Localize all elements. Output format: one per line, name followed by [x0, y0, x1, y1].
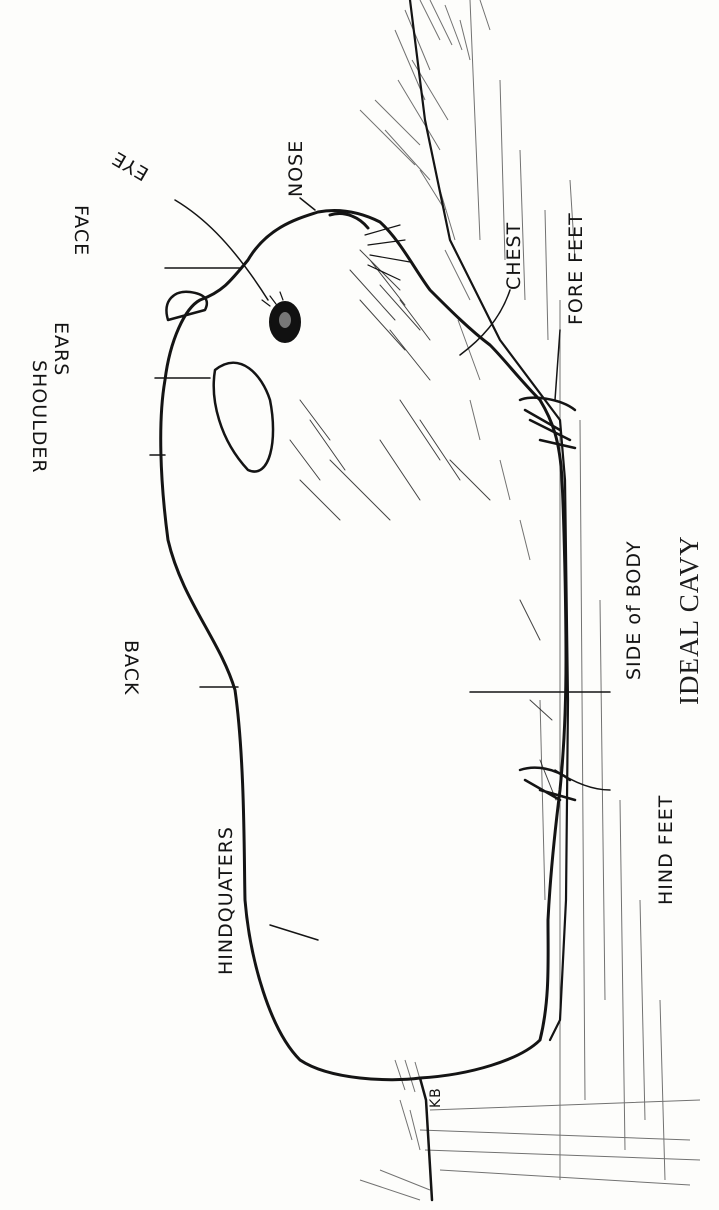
leader-fore-feet [555, 330, 560, 400]
leader-hindquarters [270, 925, 318, 940]
label-shoulder: SHOULDER [28, 360, 50, 474]
fore-feet-claws [520, 398, 575, 448]
label-hindquarters: HINDQUATERS [215, 826, 237, 975]
label-side-of-body: SIDE of BODY [623, 540, 645, 680]
label-back: BACK [120, 640, 142, 695]
figure-caption: IDEAL CAVY [674, 535, 704, 705]
label-nose: NOSE [285, 140, 307, 197]
ground-hatching [360, 0, 700, 1200]
leader-nose [300, 198, 315, 210]
cavy-ear-tip [167, 292, 207, 320]
label-ears: EARS [50, 322, 72, 376]
artist-signature: KB [428, 1087, 444, 1108]
label-eye: EYE [108, 146, 152, 184]
label-hind-feet: HIND FEET [655, 795, 677, 905]
label-face: FACE [70, 205, 92, 256]
fur-shading [290, 250, 556, 800]
label-chest: CHEST [503, 222, 525, 290]
cavy-ear [214, 363, 273, 472]
label-fore-feet: FORE FEET [565, 212, 587, 325]
